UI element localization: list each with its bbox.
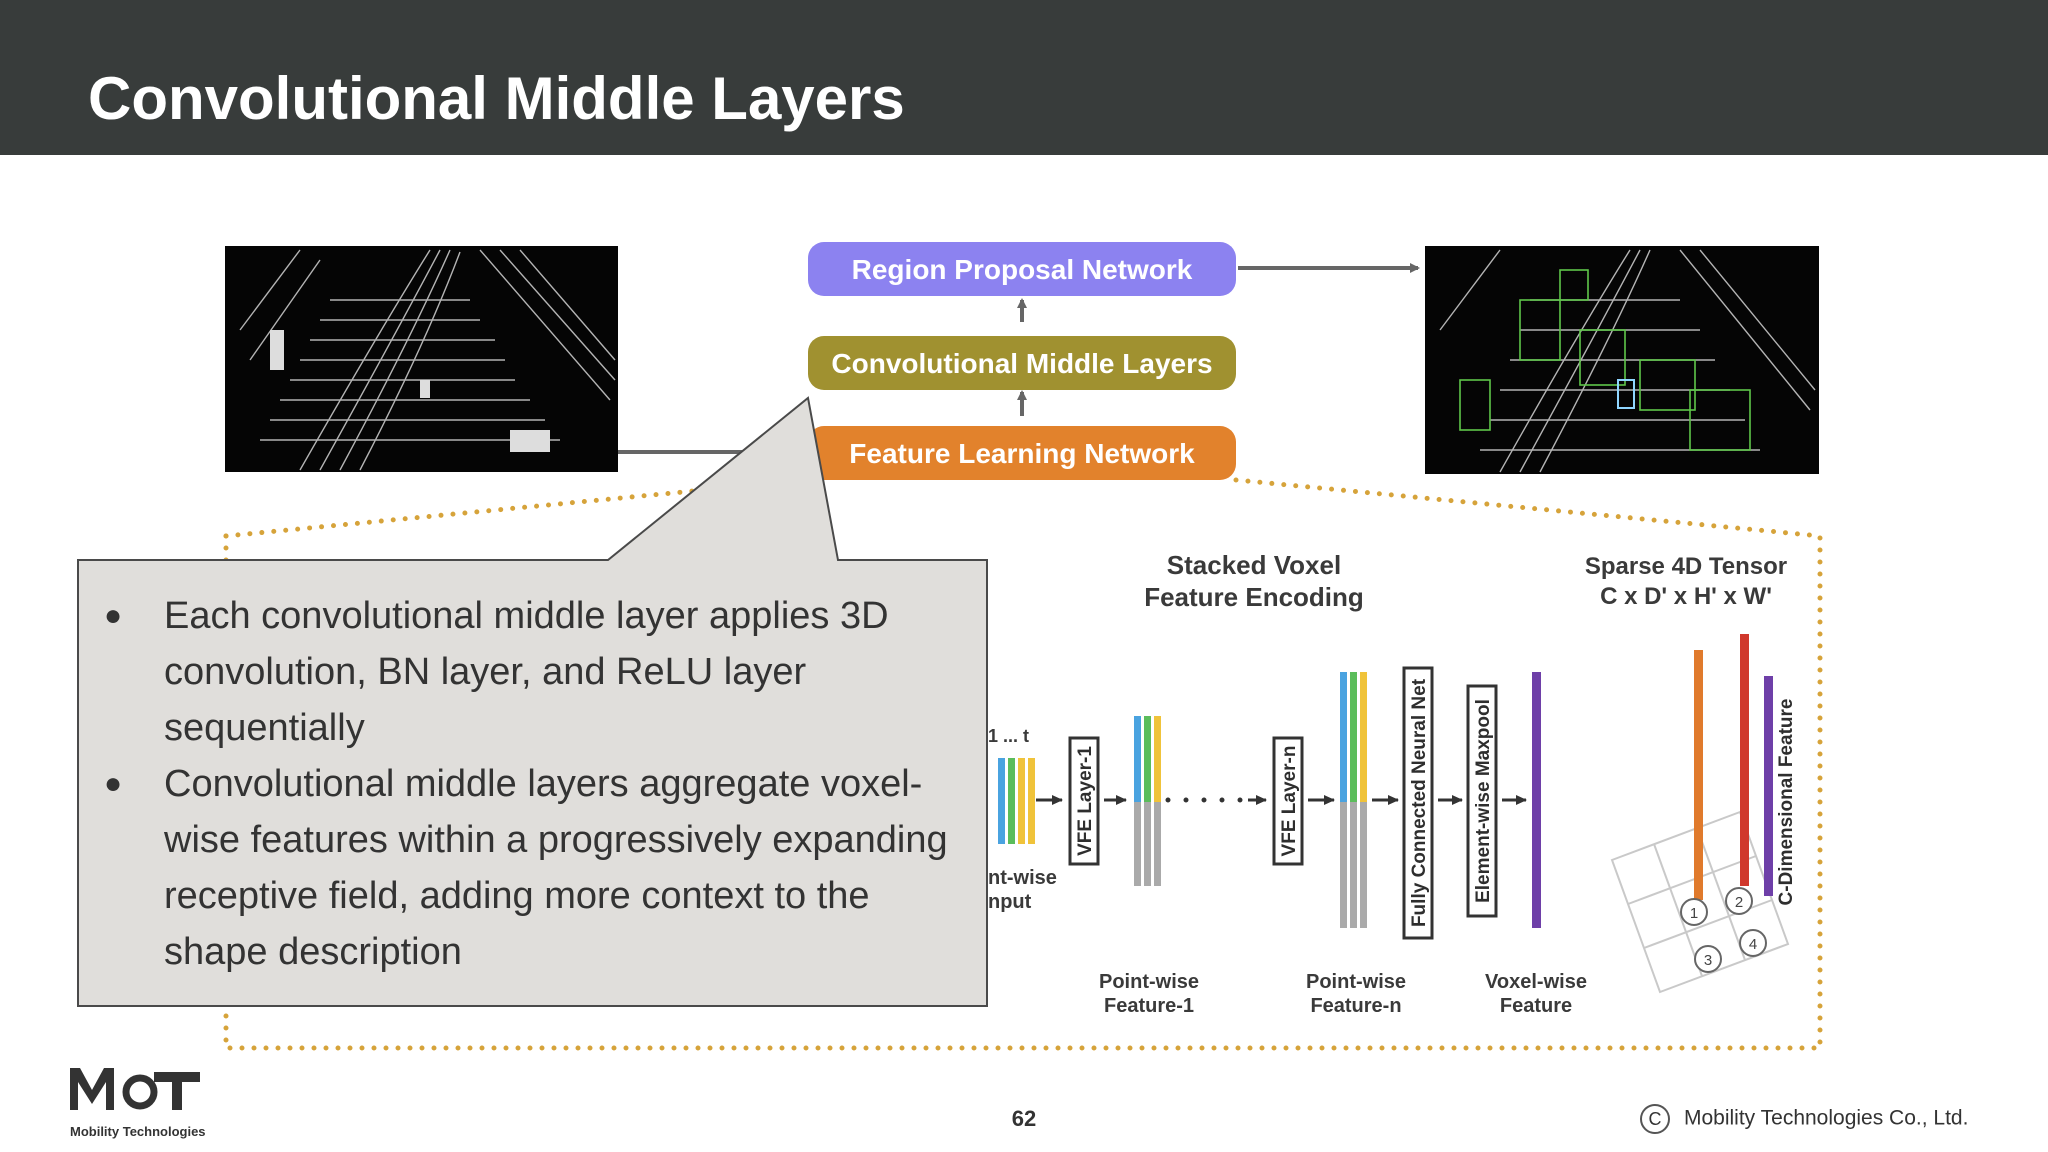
slide-title: Convolutional Middle Layers [88,65,905,132]
copyright-notice: C Mobility Technologies Co., Ltd. [1640,1104,1968,1134]
rpn-box [808,242,1236,296]
fln-label: Feature Learning Network [849,438,1195,469]
vfe-layer-1-box [1068,736,1100,866]
conv-middle-layers-block: Convolutional Middle Layers [808,336,1236,390]
feature-1-label-1: Point-wise [1099,971,1199,993]
copyright-icon: C [1640,1104,1670,1134]
rpn-label: Region Proposal Network [852,254,1193,285]
vfe-layer-1-label: VFE Layer-1 [1075,746,1096,856]
callout-bullet-item: ● Each convolutional middle layer applie… [100,588,960,756]
pointwise-feature-1-bars [1134,716,1161,886]
fcn-label: Fully Connected Neural Net [1409,678,1430,927]
sparse-tensor-title-1: Sparse 4D Tensor [1585,553,1787,580]
fln-box [808,426,1236,480]
point-index-label: 1 ... t [988,726,1029,746]
output-detections-image [1425,246,1819,474]
input-point-cloud-image [225,246,618,472]
pointwise-input-label-2: nput [988,891,1032,913]
feature-n-label-2: Feature-n [1310,995,1401,1017]
region-proposal-network-block: Region Proposal Network [808,242,1236,296]
pointwise-feature-n-bars [1340,672,1367,928]
input-point-bars [998,758,1035,844]
sparse-tensor-title-2: C x D' x H' x W' [1600,583,1772,610]
grid-num-4: 4 [1749,936,1757,953]
maxpool-label: Element-wise Maxpool [1473,699,1494,903]
maxpool-box [1466,684,1498,918]
c-dim-label: C-Dimensional Feature [1776,699,1797,906]
cml-box [808,336,1236,390]
grid-number-markers: 1 2 3 4 [1680,887,1767,973]
mot-logo: Mobility Technologies [70,1068,206,1139]
grid-num-1: 1 [1690,905,1698,922]
callout-bullet-list: ● Each convolutional middle layer applie… [100,588,960,980]
tensor-bar-orange [1694,650,1703,900]
logo-subtitle: Mobility Technologies [70,1124,206,1139]
callout-bullet-text: Each convolutional middle layer applies … [164,595,889,749]
voxel-feature-label-1: Voxel-wise [1485,971,1587,993]
callout-bullet-item: ● Convolutional middle layers aggregate … [100,756,960,980]
vfe-layer-n-box [1272,736,1304,866]
callout-bullet-text: Convolutional middle layers aggregate vo… [164,763,948,973]
detail-frame [223,477,1823,1051]
page-number: 62 [1011,1106,1037,1131]
stacked-voxel-title-1: Stacked Voxel [1167,550,1341,580]
tensor-bar-red [1740,634,1749,886]
copyright-text: Mobility Technologies Co., Ltd. [1684,1106,1969,1130]
grid-num-2: 2 [1735,894,1743,911]
tensor-bar-purple [1764,676,1773,896]
stacked-voxel-title-2: Feature Encoding [1144,582,1364,612]
feature-n-label-1: Point-wise [1306,971,1406,993]
cml-label: Convolutional Middle Layers [831,348,1212,379]
bullet-icon: ● [104,767,123,800]
voxel-wise-feature-bar [1532,672,1541,928]
feature-learning-network-block: Feature Learning Network [808,426,1236,480]
bullet-icon: ● [104,599,123,632]
grid-num-3: 3 [1704,952,1712,969]
title-bar [0,0,2048,155]
feature-1-label-2: Feature-1 [1104,995,1194,1017]
callout-text: ● Each convolutional middle layer applie… [100,588,960,980]
callout-box [77,396,988,1007]
pointwise-input-label-1: nt-wise [988,867,1057,889]
voxel-feature-label-2: Feature [1500,995,1572,1017]
vfe-layer-n-label: VFE Layer-n [1279,746,1300,857]
fcn-box [1402,666,1434,940]
